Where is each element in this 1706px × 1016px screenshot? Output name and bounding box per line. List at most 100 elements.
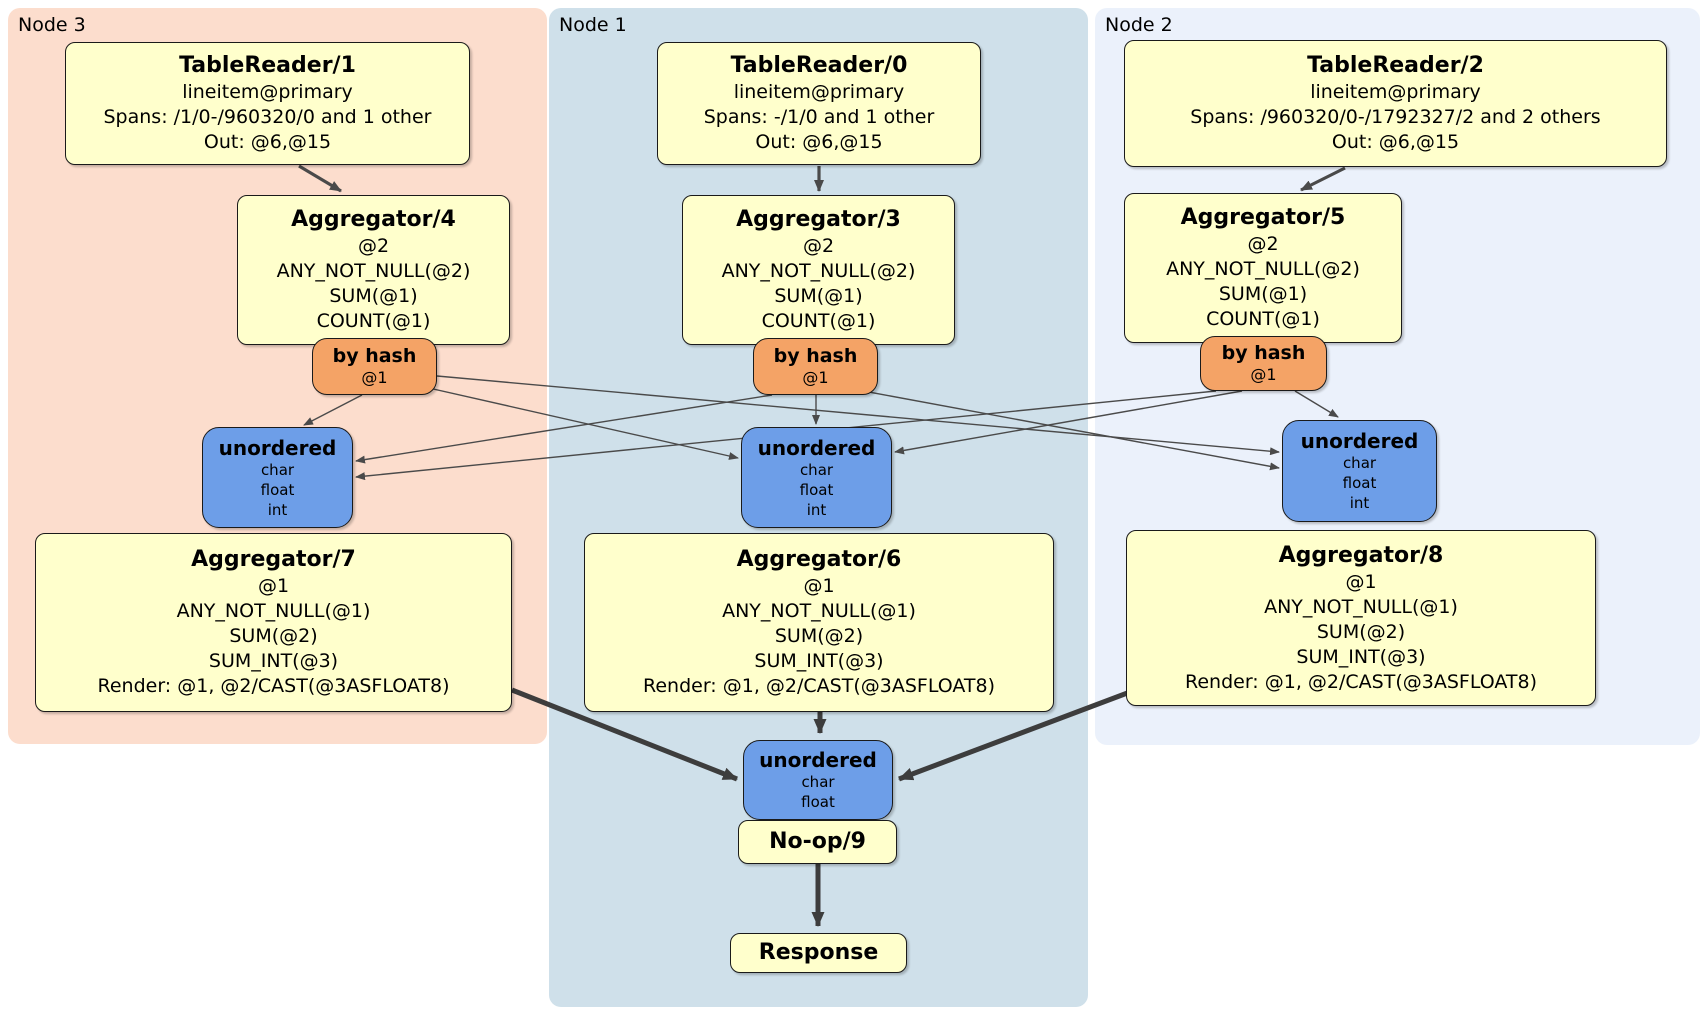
- aggregator-5-line-1: ANY_NOT_NULL(@2): [1166, 258, 1360, 280]
- unordered-node1-line-1: float: [799, 480, 834, 499]
- unordered-node2-line-0: char: [1342, 454, 1377, 472]
- edge-by-hash-node3-to-unordered-node2: [436, 375, 1280, 456]
- aggregator-7-line-0: @1: [257, 575, 290, 597]
- aggregator-6-line-4: Render: @1, @2/CAST(@3ASFLOAT8): [643, 675, 995, 697]
- by-hash-node3-line-0: @1: [361, 368, 388, 387]
- box-by-hash-node3: by hash@1: [312, 338, 437, 395]
- unordered-final-line-0: char: [801, 773, 835, 791]
- by-hash-node3-title: by hash: [332, 345, 417, 367]
- aggregator-4-line-2: SUM(@1): [329, 285, 418, 307]
- aggregator-7-title: Aggregator/7: [191, 547, 356, 572]
- tablereader-2-line-0: lineitem@primary: [1310, 81, 1481, 103]
- aggregator-6-line-3: SUM_INT(@3): [754, 650, 884, 672]
- edge-by-hash-node1-to-unordered-node3: [355, 394, 773, 464]
- tablereader-2-line-1: Spans: /960320/0-/1792327/2 and 2 others: [1190, 106, 1601, 128]
- unordered-node1-line-2: int: [806, 500, 827, 519]
- aggregator-4-line-1: ANY_NOT_NULL(@2): [276, 260, 471, 282]
- aggregator-6-line-1: ANY_NOT_NULL(@1): [722, 600, 916, 622]
- tablereader-0-line-1: Spans: -/1/0 and 1 other: [703, 106, 935, 128]
- tablereader-0-title: TableReader/0: [730, 53, 908, 78]
- aggregator-3-line-3: COUNT(@1): [761, 310, 876, 332]
- edge-aggregator-8-to-unordered-final: [898, 689, 1131, 782]
- aggregator-5-line-0: @2: [1247, 233, 1279, 255]
- unordered-final-line-1: float: [801, 793, 835, 811]
- edge-aggregator-7-to-unordered-final: [511, 687, 738, 782]
- aggregator-7-line-1: ANY_NOT_NULL(@1): [176, 600, 371, 622]
- aggregator-4-title: Aggregator/4: [291, 207, 456, 232]
- aggregator-5-line-3: COUNT(@1): [1206, 308, 1320, 330]
- unordered-node1-line-0: char: [799, 460, 834, 479]
- tablereader-1-line-1: Spans: /1/0-/960320/0 and 1 other: [103, 106, 432, 128]
- aggregator-5-title: Aggregator/5: [1180, 205, 1346, 230]
- region-label-node-1: Node 1: [559, 14, 627, 36]
- tablereader-2-title: TableReader/2: [1307, 53, 1484, 78]
- aggregator-6-title: Aggregator/6: [736, 547, 902, 572]
- unordered-node3-line-1: float: [260, 480, 295, 499]
- tablereader-0-line-2: Out: @6,@15: [755, 131, 883, 153]
- edge-tablereader-2-to-aggregator-5: [1300, 166, 1346, 192]
- region-label-node-2: Node 2: [1105, 14, 1173, 36]
- by-hash-node1-line-0: @1: [802, 368, 829, 387]
- aggregator-8-line-4: Render: @1, @2/CAST(@3ASFLOAT8): [1185, 670, 1537, 693]
- unordered-node2-title: unordered: [1300, 429, 1419, 453]
- aggregator-6-line-0: @1: [803, 575, 835, 597]
- aggregator-3-line-2: SUM(@1): [774, 285, 863, 307]
- edge-by-hash-node2-to-unordered-node2: [1294, 390, 1339, 418]
- unordered-node3-line-0: char: [260, 460, 295, 479]
- box-response: Response: [730, 933, 907, 973]
- unordered-node2-line-1: float: [1342, 474, 1377, 492]
- response-title: Response: [758, 940, 879, 965]
- aggregator-7-line-3: SUM_INT(@3): [208, 650, 339, 672]
- edge-by-hash-node3-to-unordered-node3: [303, 394, 363, 426]
- aggregator-7-line-4: Render: @1, @2/CAST(@3ASFLOAT8): [97, 675, 450, 697]
- aggregator-8-line-2: SUM(@2): [1316, 620, 1406, 643]
- tablereader-2-line-2: Out: @6,@15: [1331, 131, 1460, 153]
- aggregator-3-line-1: ANY_NOT_NULL(@2): [721, 260, 916, 282]
- no-op-9-title: No-op/9: [769, 829, 866, 854]
- aggregator-5-line-2: SUM(@1): [1218, 283, 1308, 305]
- by-hash-node1-title: by hash: [773, 345, 858, 367]
- aggregator-7-line-2: SUM(@2): [229, 625, 318, 647]
- aggregator-8-line-1: ANY_NOT_NULL(@1): [1264, 595, 1458, 618]
- tablereader-1-line-2: Out: @6,@15: [203, 131, 332, 153]
- unordered-final-title: unordered: [759, 748, 877, 772]
- region-label-node-3: Node 3: [18, 14, 86, 36]
- by-hash-node2-title: by hash: [1221, 342, 1306, 364]
- unordered-node3-title: unordered: [218, 435, 337, 460]
- aggregator-3-line-0: @2: [802, 235, 835, 257]
- box-by-hash-node2: by hash@1: [1200, 336, 1327, 391]
- unordered-node1-title: unordered: [757, 435, 876, 460]
- tablereader-1-line-0: lineitem@primary: [182, 81, 353, 103]
- box-by-hash-node1: by hash@1: [753, 338, 878, 395]
- unordered-node2-line-2: int: [1349, 494, 1370, 512]
- aggregator-8-title: Aggregator/8: [1278, 542, 1444, 568]
- box-no-op-9: No-op/9: [738, 820, 897, 864]
- aggregator-4-line-3: COUNT(@1): [316, 310, 431, 332]
- edge-by-hash-node2-to-unordered-node1: [894, 390, 1243, 455]
- unordered-node3-line-2: int: [267, 500, 288, 519]
- aggregator-4-line-0: @2: [357, 235, 390, 257]
- by-hash-node2-line-0: @1: [1250, 365, 1277, 384]
- aggregator-3-title: Aggregator/3: [736, 207, 901, 232]
- edge-by-hash-node1-to-unordered-node2: [857, 389, 1280, 471]
- edge-by-hash-node3-to-unordered-node1: [419, 385, 739, 460]
- tablereader-0-line-0: lineitem@primary: [733, 81, 905, 103]
- tablereader-1-title: TableReader/1: [179, 53, 356, 78]
- aggregator-6-line-2: SUM(@2): [774, 625, 864, 647]
- aggregator-8-line-3: SUM_INT(@3): [1296, 645, 1426, 668]
